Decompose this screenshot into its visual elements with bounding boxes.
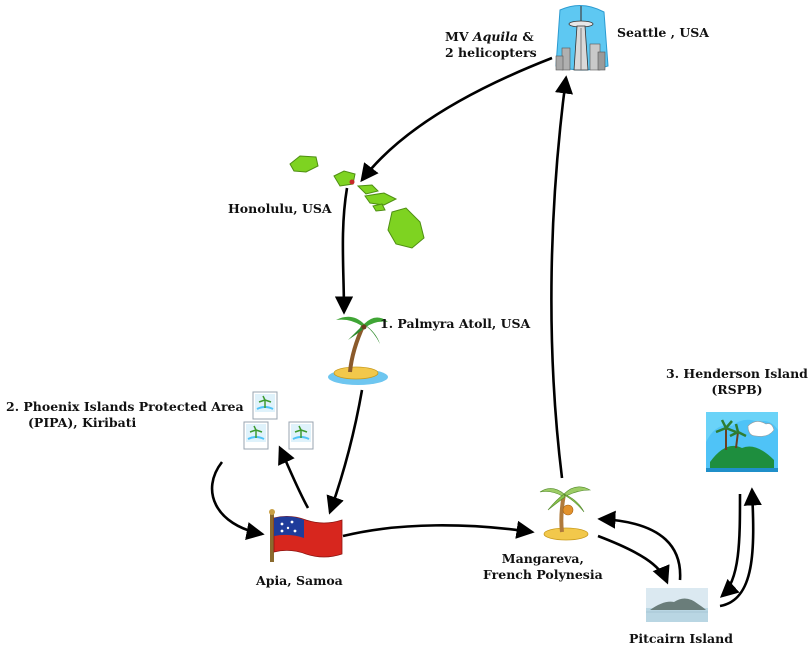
pipa-label-line1: 2. Phoenix Islands Protected Area [6,399,244,414]
henderson-label-line1: 3. Henderson Island [666,366,808,381]
honolulu-label: Honolulu, USA [228,201,332,216]
arrow-pitcairn-to-mangareva [597,510,682,581]
small-island-pictures-icon [243,391,314,450]
henderson-label: 3. Henderson Island (RSPB) [666,366,808,398]
pipa-label-line2: (PIPA), Kiribati [28,415,137,430]
vessel-label: MV Aquila & 2 helicopters [445,29,537,61]
route-arrows [210,56,762,608]
arrow-honolulu-to-palmyra [334,187,354,315]
henderson-label-line2: (RSPB) [711,382,763,397]
samoa-flag-icon [269,509,343,562]
pipa-label: 2. Phoenix Islands Protected Area (PIPA)… [6,399,244,431]
palm-tree-icon [539,486,592,541]
hawaiian-islands-icon [289,155,425,249]
palmyra-label: 1. Palmyra Atoll, USA [380,316,531,331]
vessel-prefix: MV [445,29,473,44]
tropical-island-picture-icon [706,412,778,472]
arrow-palmyra-to-apia [326,389,364,515]
vessel-name: Aquila [472,29,519,44]
palm-island-icon [328,316,388,385]
mangareva-label-line2: French Polynesia [483,567,603,582]
arrow-seattle-to-honolulu [360,56,553,183]
apia-label: Apia, Samoa [256,573,343,588]
mangareva-label-line1: Mangareva, [501,551,584,566]
vessel-suffix: & [518,29,534,44]
vessel-label-line1: MV Aquila & [445,29,537,45]
pitcairn-label: Pitcairn Island [629,631,733,646]
vessel-label-line2: 2 helicopters [445,45,537,60]
arrow-pipa-to-apia [210,461,265,541]
arrow-mangareva-to-seattle [550,75,574,479]
arrow-henderson-to-pitcairn [719,493,742,598]
arrow-apia-to-pipa [278,445,310,509]
arrow-apia-to-mangareva [342,520,535,539]
mangareva-label: Mangareva, French Polynesia [483,551,603,583]
seattle-label: Seattle , USA [617,25,710,40]
pitcairn-photo-icon [646,588,708,622]
arrow-mangareva-to-pitcairn [597,534,670,585]
seattle-skyline-icon [555,5,609,71]
arrow-pitcairn-to-henderson [719,487,762,608]
